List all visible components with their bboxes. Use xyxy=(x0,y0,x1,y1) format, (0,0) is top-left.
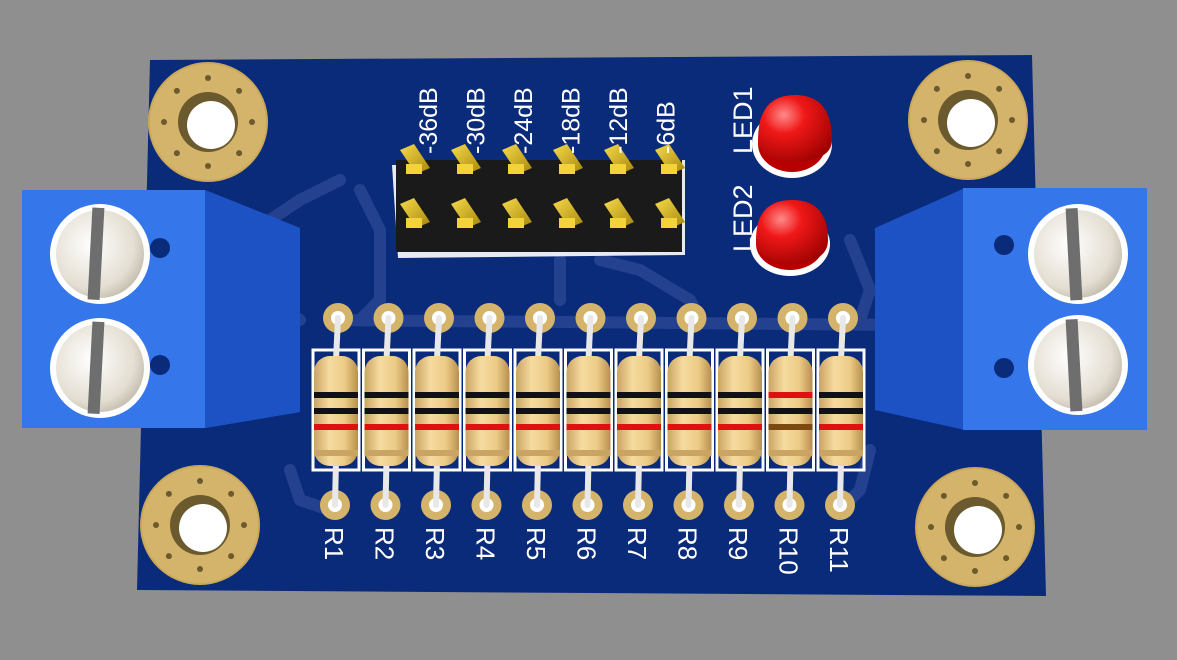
mounting-hole-4 xyxy=(915,467,1035,587)
screw-icon xyxy=(1028,315,1128,415)
mounting-hole-2 xyxy=(908,60,1028,180)
header-pin xyxy=(451,144,481,174)
resistor-r9 xyxy=(715,303,765,520)
led1-label: LED1 xyxy=(728,86,758,154)
header-pin xyxy=(502,144,532,174)
led2 xyxy=(750,200,830,276)
mounting-hole-1 xyxy=(148,62,268,182)
resistor-label: R11 xyxy=(824,527,854,573)
header-pin xyxy=(451,198,481,228)
pin-header xyxy=(392,144,685,258)
resistor-r6 xyxy=(564,303,613,520)
resistor-label: R6 xyxy=(572,527,602,560)
resistor-label: R5 xyxy=(521,527,551,560)
resistor-r4 xyxy=(463,303,512,520)
header-pin xyxy=(655,144,685,174)
header-pin xyxy=(502,198,532,228)
header-pin xyxy=(400,198,430,228)
mounting-holes xyxy=(140,60,1035,587)
resistor-label: R1 xyxy=(319,527,349,560)
resistor-r11 xyxy=(816,303,866,520)
mounting-hole-3 xyxy=(140,465,260,585)
header-pin xyxy=(604,198,634,228)
left-terminal-block xyxy=(22,190,300,428)
header-pin xyxy=(553,198,583,228)
resistor-label: R8 xyxy=(673,527,703,560)
resistor-label: R2 xyxy=(370,527,400,560)
screw-icon xyxy=(50,204,150,304)
led1 xyxy=(752,95,832,178)
resistor-label: R9 xyxy=(723,527,753,560)
resistor-r10 xyxy=(766,303,815,520)
resistor-label: R10 xyxy=(774,527,804,575)
resistor-r7 xyxy=(614,303,664,520)
header-pin xyxy=(400,144,430,174)
header-label: -30dB xyxy=(463,87,491,154)
header-label: -24dB xyxy=(510,87,538,154)
resistor-r1 xyxy=(311,303,361,520)
header-label: -36dB xyxy=(415,87,443,154)
resistor-label: R3 xyxy=(420,527,450,560)
screw-icon xyxy=(50,318,150,418)
header-pin xyxy=(553,144,583,174)
right-terminal-block xyxy=(875,188,1147,430)
resistor-r2 xyxy=(362,303,411,520)
header-label: -12dB xyxy=(605,87,633,154)
resistor-r5 xyxy=(513,303,563,520)
resistor-array: R1 R2 R3 R4 R5 R6 R7 R8 R9 R10 R11 xyxy=(311,303,866,575)
header-label: -18dB xyxy=(558,87,586,154)
led2-label: LED2 xyxy=(728,184,758,252)
header-labels: -36dB -30dB -24dB -18dB -12dB -6dB xyxy=(415,87,681,154)
screw-icon xyxy=(1028,204,1128,304)
header-label: -6dB xyxy=(653,101,681,154)
resistor-r8 xyxy=(665,303,714,520)
resistor-label: R4 xyxy=(471,527,501,560)
header-pin xyxy=(604,144,634,174)
resistor-label: R7 xyxy=(622,527,652,560)
header-pin xyxy=(655,198,685,228)
resistor-r3 xyxy=(412,303,462,520)
